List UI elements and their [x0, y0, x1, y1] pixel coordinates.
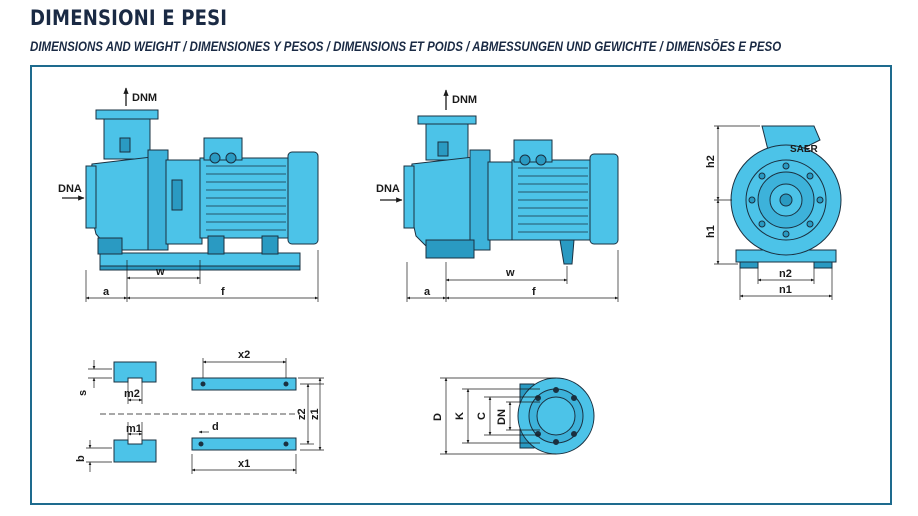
label-a-2: a	[424, 286, 431, 298]
label-x2: x2	[238, 349, 250, 361]
label-d: d	[212, 421, 219, 433]
label-dnm-2: DNM	[452, 94, 477, 106]
pump-front-view	[730, 125, 842, 269]
pump-side-view-monobloc	[403, 115, 619, 265]
label-w-2: w	[505, 267, 515, 279]
label-dna-2: DNA	[376, 183, 400, 195]
label-dnm-1: DNM	[132, 92, 157, 104]
flange-detail	[517, 377, 595, 455]
label-dna-1: DNA	[58, 183, 82, 195]
label-f-1: f	[221, 286, 225, 298]
label-f-2: f	[532, 286, 536, 298]
page-title: DIMENSIONI E PESI	[30, 6, 228, 30]
label-D: D	[432, 413, 444, 421]
label-w-1: w	[155, 266, 165, 278]
baseplate-bar-top	[191, 377, 297, 391]
label-b: b	[75, 455, 87, 462]
drawing-frame	[30, 65, 892, 505]
label-DN: DN	[496, 409, 508, 425]
label-s: s	[77, 390, 89, 396]
label-n1: n1	[779, 284, 792, 296]
label-m1: m1	[126, 423, 142, 435]
page-subtitle: DIMENSIONS AND WEIGHT / DIMENSIONES Y PE…	[30, 39, 782, 54]
label-z1: z1	[309, 408, 321, 420]
label-h1: h1	[705, 225, 717, 238]
label-z2: z2	[296, 408, 308, 420]
brand-label: SAER	[790, 144, 819, 155]
label-n2: n2	[779, 268, 792, 280]
pump-side-view-baseplate	[85, 109, 319, 271]
label-h2: h2	[705, 155, 717, 168]
label-x1: x1	[238, 458, 250, 470]
foot-detail-top	[113, 361, 157, 383]
foot-detail-bottom	[113, 439, 157, 463]
label-K: K	[454, 412, 466, 420]
label-m2: m2	[124, 388, 140, 400]
label-C: C	[476, 412, 488, 420]
label-a-1: a	[103, 286, 110, 298]
baseplate-bar-bottom	[191, 437, 297, 451]
